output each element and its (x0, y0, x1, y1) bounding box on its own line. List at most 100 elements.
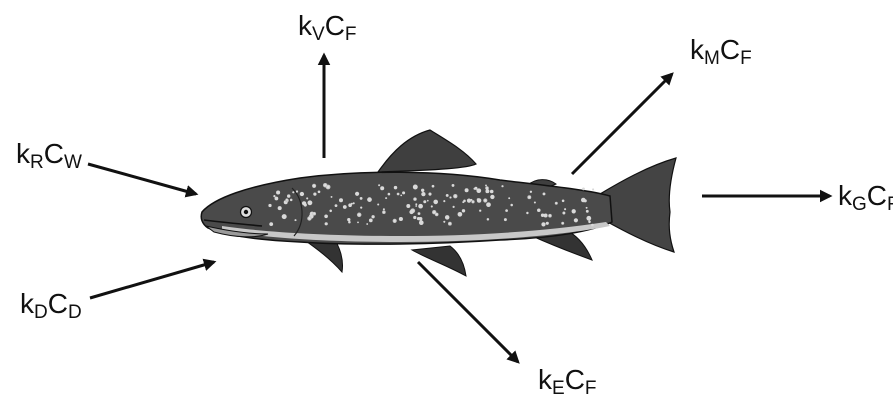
fish-spot (339, 198, 343, 202)
fish-spot (357, 221, 359, 223)
fish-spot (419, 220, 424, 225)
fish-spot (366, 223, 368, 225)
label-k: k (298, 10, 312, 41)
fish-spot (486, 202, 491, 207)
fish-spot (462, 201, 464, 203)
label-k-subscript: E (552, 378, 565, 399)
dorsal-fin (378, 130, 476, 172)
fish-spot (581, 198, 586, 203)
fish-spot (586, 210, 589, 213)
fish-spot (282, 214, 287, 219)
label-kv-cf: kVCF (298, 12, 357, 40)
label-c: C (565, 364, 585, 395)
label-kd-cd: kDCD (20, 290, 82, 318)
label-c-subscript: F (585, 378, 597, 399)
fish-spot (287, 194, 290, 197)
label-km-cf: kMCF (690, 36, 752, 64)
fish-spot (406, 204, 410, 208)
fish-spot (487, 218, 490, 221)
fish-spot (409, 210, 413, 214)
label-c-subscript: F (740, 48, 752, 69)
fish-spot (448, 222, 452, 226)
fish-spot (504, 218, 507, 221)
fish-spot (427, 200, 429, 202)
fish-spot (530, 191, 532, 193)
fish-spot (443, 221, 445, 223)
fish-spot (462, 209, 465, 212)
fish-spot (501, 185, 503, 187)
label-k-subscript: G (852, 194, 867, 215)
fish-spot (353, 202, 355, 204)
fish-spot (307, 216, 311, 220)
fish-spot (534, 201, 536, 203)
label-kr-cw: kRCW (16, 140, 82, 168)
fish-spot (273, 195, 275, 197)
fish-spot (421, 189, 424, 192)
fish-spot (544, 214, 548, 218)
fish-spot (399, 217, 403, 221)
fish-spot (360, 197, 363, 200)
fish-spot (415, 205, 417, 207)
fish-spot (562, 212, 565, 215)
fish-spot (360, 206, 362, 208)
fish-spot (351, 203, 353, 205)
fish-spot (423, 200, 426, 203)
fish-spot (369, 219, 373, 223)
fish-spot (318, 190, 321, 193)
fish-pupil (244, 210, 248, 214)
label-c: C (48, 288, 68, 319)
fish-spot (574, 218, 578, 222)
fish-spot (526, 212, 528, 214)
label-c-subscript: F (345, 24, 357, 45)
fish-spot (331, 196, 333, 198)
fish-spot (378, 184, 380, 186)
label-c: C (325, 10, 345, 41)
fish-spot (561, 222, 564, 225)
fish-spot (428, 193, 431, 196)
fish-spot (479, 209, 481, 211)
label-c: C (720, 34, 740, 65)
fish-spot (294, 219, 296, 221)
label-k: k (16, 138, 30, 169)
fish-spot (306, 197, 308, 199)
label-k: k (538, 364, 552, 395)
fish-spot (564, 208, 566, 210)
fish-spot (383, 208, 385, 210)
arrow-respiration-in (88, 164, 196, 194)
fish-spot (394, 186, 397, 189)
fish-spot (347, 218, 350, 221)
label-c-subscript: D (68, 302, 82, 323)
fish-spot (418, 204, 423, 209)
fish-spot (380, 186, 384, 190)
fish-spot (586, 207, 588, 209)
fish-spot (508, 197, 510, 199)
fish-spot (300, 192, 304, 196)
fish-spot (453, 206, 455, 208)
fish-spot (477, 198, 482, 203)
fish-spot (490, 190, 494, 194)
label-kg-cf: kGCF (838, 182, 893, 210)
fish-spot (292, 191, 294, 193)
arrow-metabolism (572, 74, 672, 174)
fish-spot (335, 204, 338, 207)
fish-illustration (201, 130, 676, 276)
fish-spot (276, 190, 280, 194)
fish-spot (268, 204, 271, 207)
fish-spot (285, 198, 288, 201)
fish-spot (275, 197, 279, 201)
fish-spot (324, 214, 328, 218)
fish-spot (446, 194, 449, 197)
fish-spot (490, 195, 494, 199)
fish-spot (546, 222, 549, 225)
fish-spot (415, 203, 417, 205)
fish-spot (323, 183, 328, 188)
fish-spot (357, 213, 362, 218)
fish-spot (371, 215, 374, 218)
fish-spot (296, 190, 298, 192)
fish-spot (417, 217, 420, 220)
fish-spot (467, 198, 471, 202)
fish-spot (307, 200, 312, 205)
label-k-subscript: D (34, 302, 48, 323)
fish-spot (537, 209, 541, 213)
fish-spot (449, 196, 451, 198)
